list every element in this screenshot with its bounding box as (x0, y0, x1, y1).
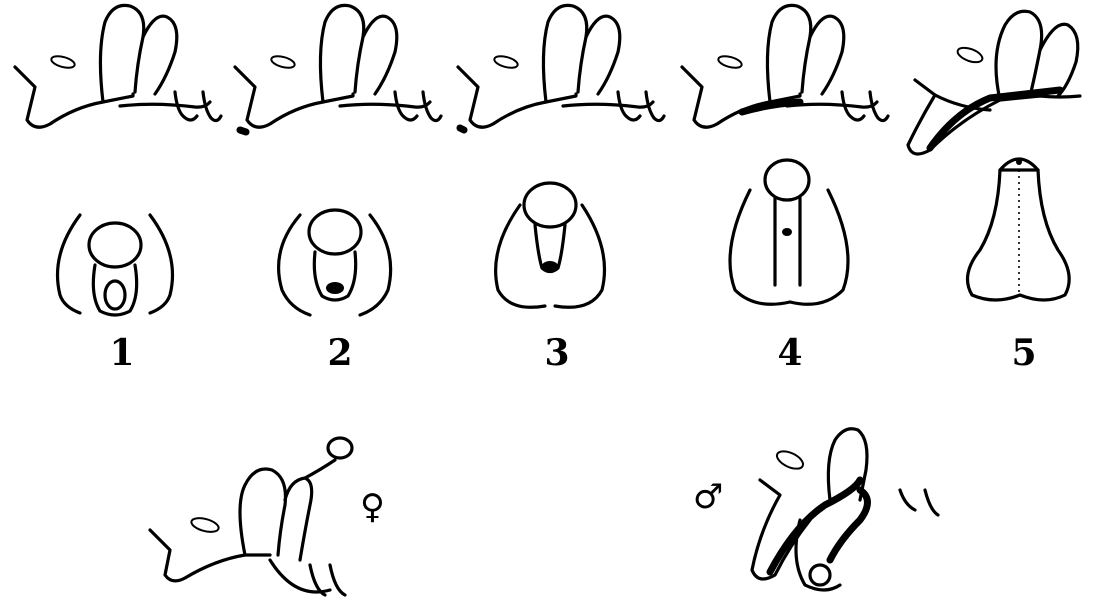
male-sagittal-diagram (752, 429, 938, 590)
stage-number-5: 5 (994, 332, 1054, 374)
female-sagittal-diagram (150, 438, 352, 595)
external-stage-5 (968, 159, 1070, 300)
stage-number-2: 2 (310, 332, 370, 374)
stage-number-3: 3 (527, 332, 587, 374)
sagittal-stage-2 (235, 5, 441, 132)
external-stage-3 (496, 183, 605, 307)
external-stage-1 (58, 215, 173, 315)
external-stage-2 (279, 210, 391, 315)
stage-number-4: 4 (760, 332, 820, 374)
sagittal-stage-5 (908, 11, 1080, 154)
external-stage-4 (730, 160, 848, 304)
male-symbol: ♂ (693, 480, 723, 514)
sagittal-stage-4 (682, 5, 888, 127)
stage-number-1: 1 (92, 332, 152, 374)
female-symbol: ♀ (360, 490, 385, 524)
sagittal-stage-1 (15, 5, 221, 127)
sagittal-stage-3 (458, 5, 664, 130)
